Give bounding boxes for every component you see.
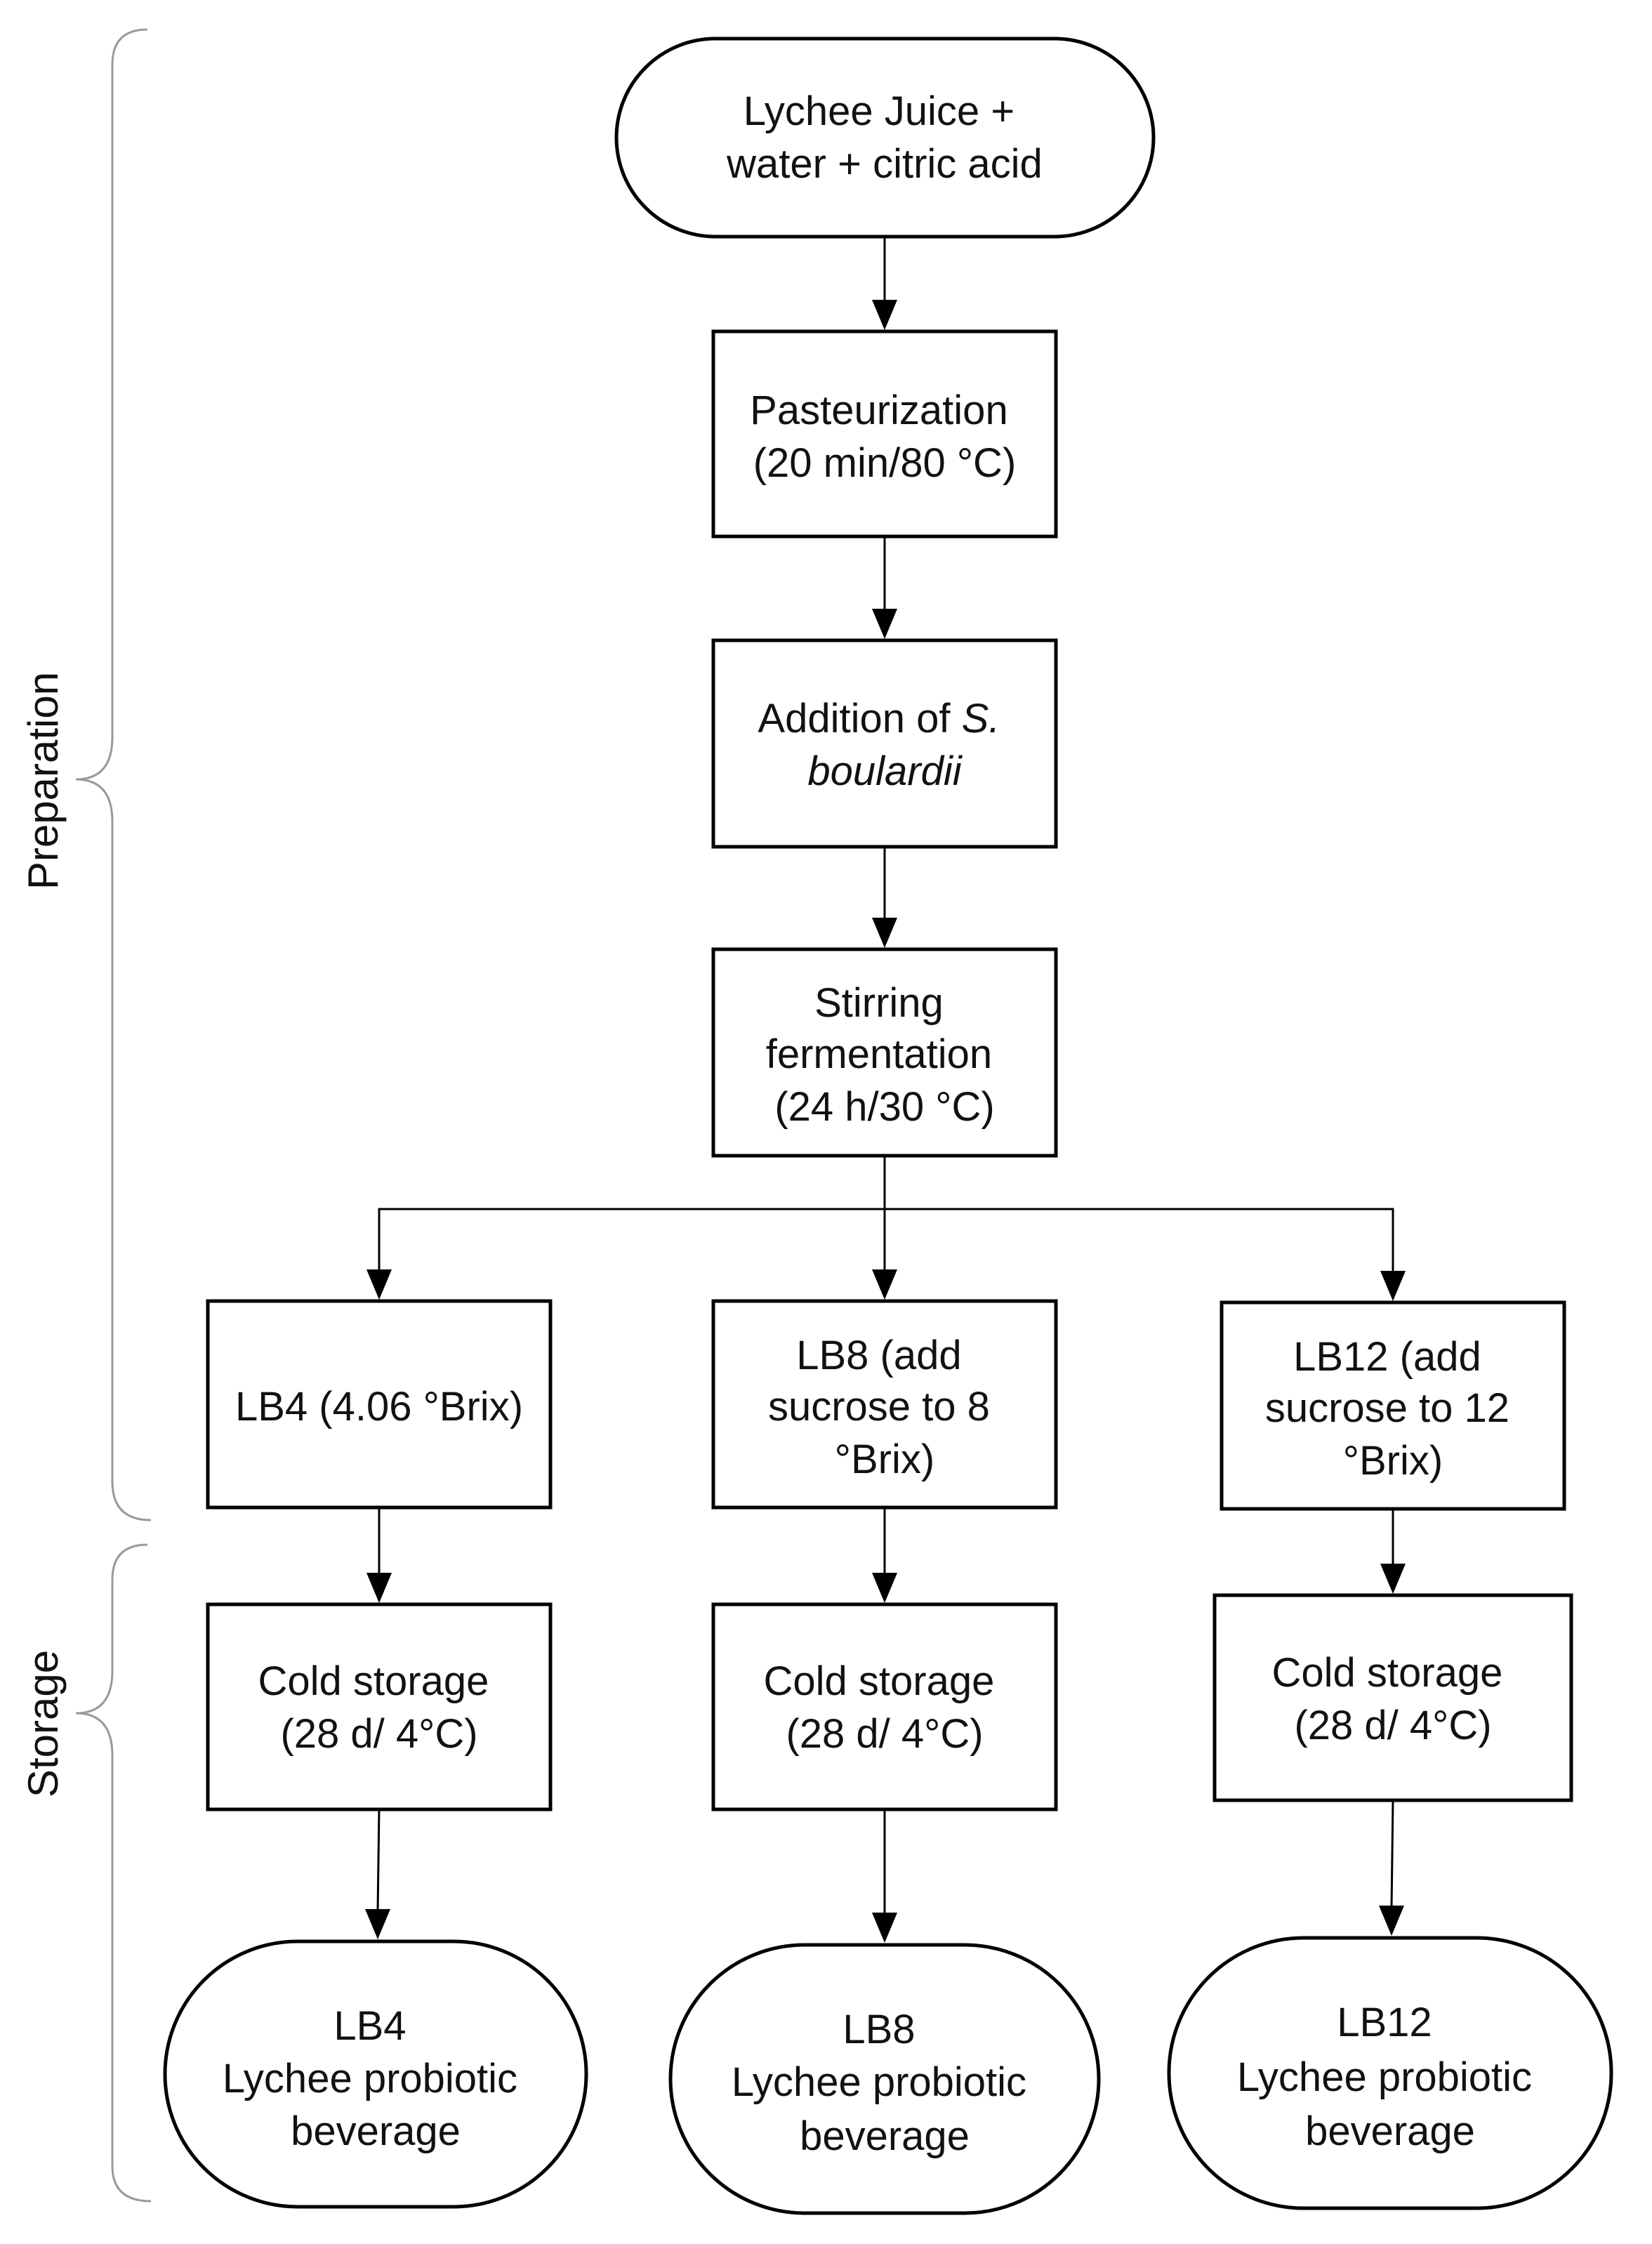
lb8-label: LB8 (add sucrose to 8 °Brix) — [768, 1333, 1001, 1482]
addition-node — [711, 638, 1058, 849]
storage-label: Storage — [20, 1650, 67, 1797]
connector-lb12-to-cold — [1380, 1509, 1406, 1594]
connector-lb4-to-cold — [366, 1507, 392, 1603]
beverage-lb12-node — [1167, 1936, 1613, 2210]
stirring-node — [711, 947, 1058, 1158]
cold-storage-lb12-label: Cold storage (28 d/ 4°C) — [1272, 1650, 1514, 1748]
preparation-label: Preparation — [20, 672, 67, 890]
cold-storage-lb8-node — [711, 1602, 1058, 1811]
connector-to-lb8 — [872, 1269, 897, 1300]
connector-lb8-to-cold — [872, 1507, 897, 1603]
connector-pasteurization-to-addition — [872, 536, 897, 639]
beverage-lb12-label: LB12 Lychee probiotic beverage — [1237, 2000, 1543, 2154]
connector-to-lb12 — [1380, 1271, 1406, 1301]
connector-cold12-to-beverage — [1379, 1800, 1404, 1936]
juice-node — [614, 37, 1156, 239]
cold-storage-lb12-node — [1212, 1593, 1573, 1802]
cold-storage-lb4-label: Cold storage (28 d/ 4°C) — [258, 1658, 501, 1757]
storage-brace — [75, 1543, 152, 2203]
pasteurization-node — [711, 329, 1058, 539]
lb4-node — [206, 1299, 553, 1510]
lb4-label: LB4 (4.06 °Brix) — [235, 1384, 523, 1430]
connector-stirring-split — [378, 1156, 1394, 1272]
lb12-label: LB12 (add sucrose to 12 °Brix) — [1265, 1334, 1521, 1484]
cold-storage-lb4-node — [206, 1602, 553, 1811]
juice-label: Lychee Juice + water + citric acid — [726, 88, 1043, 187]
addition-label: Addition of S. boulardii — [758, 696, 1011, 794]
beverage-lb4-label: LB4 Lychee probiotic beverage — [223, 2003, 529, 2154]
connector-to-lb4 — [366, 1269, 392, 1300]
connector-cold8-to-beverage — [872, 1809, 897, 1943]
stirring-label: Stirring fermentation (24 h/30 °C) — [766, 980, 1004, 1130]
connector-addition-to-stirring — [872, 847, 897, 948]
lb12-node — [1220, 1300, 1566, 1511]
connector-cold4-to-beverage — [365, 1809, 390, 1939]
preparation-brace — [75, 28, 152, 1522]
lb8-node — [711, 1299, 1058, 1510]
beverage-lb4-node — [163, 1939, 588, 2209]
beverage-lb8-node — [668, 1943, 1101, 2215]
connector-juice-to-pasteurization — [872, 237, 897, 330]
cold-storage-lb8-label: Cold storage (28 d/ 4°C) — [764, 1658, 1006, 1757]
pasteurization-label: Pasteurization (20 min/80 °C) — [750, 388, 1019, 486]
beverage-lb8-label: LB8 Lychee probiotic beverage — [732, 2007, 1038, 2159]
